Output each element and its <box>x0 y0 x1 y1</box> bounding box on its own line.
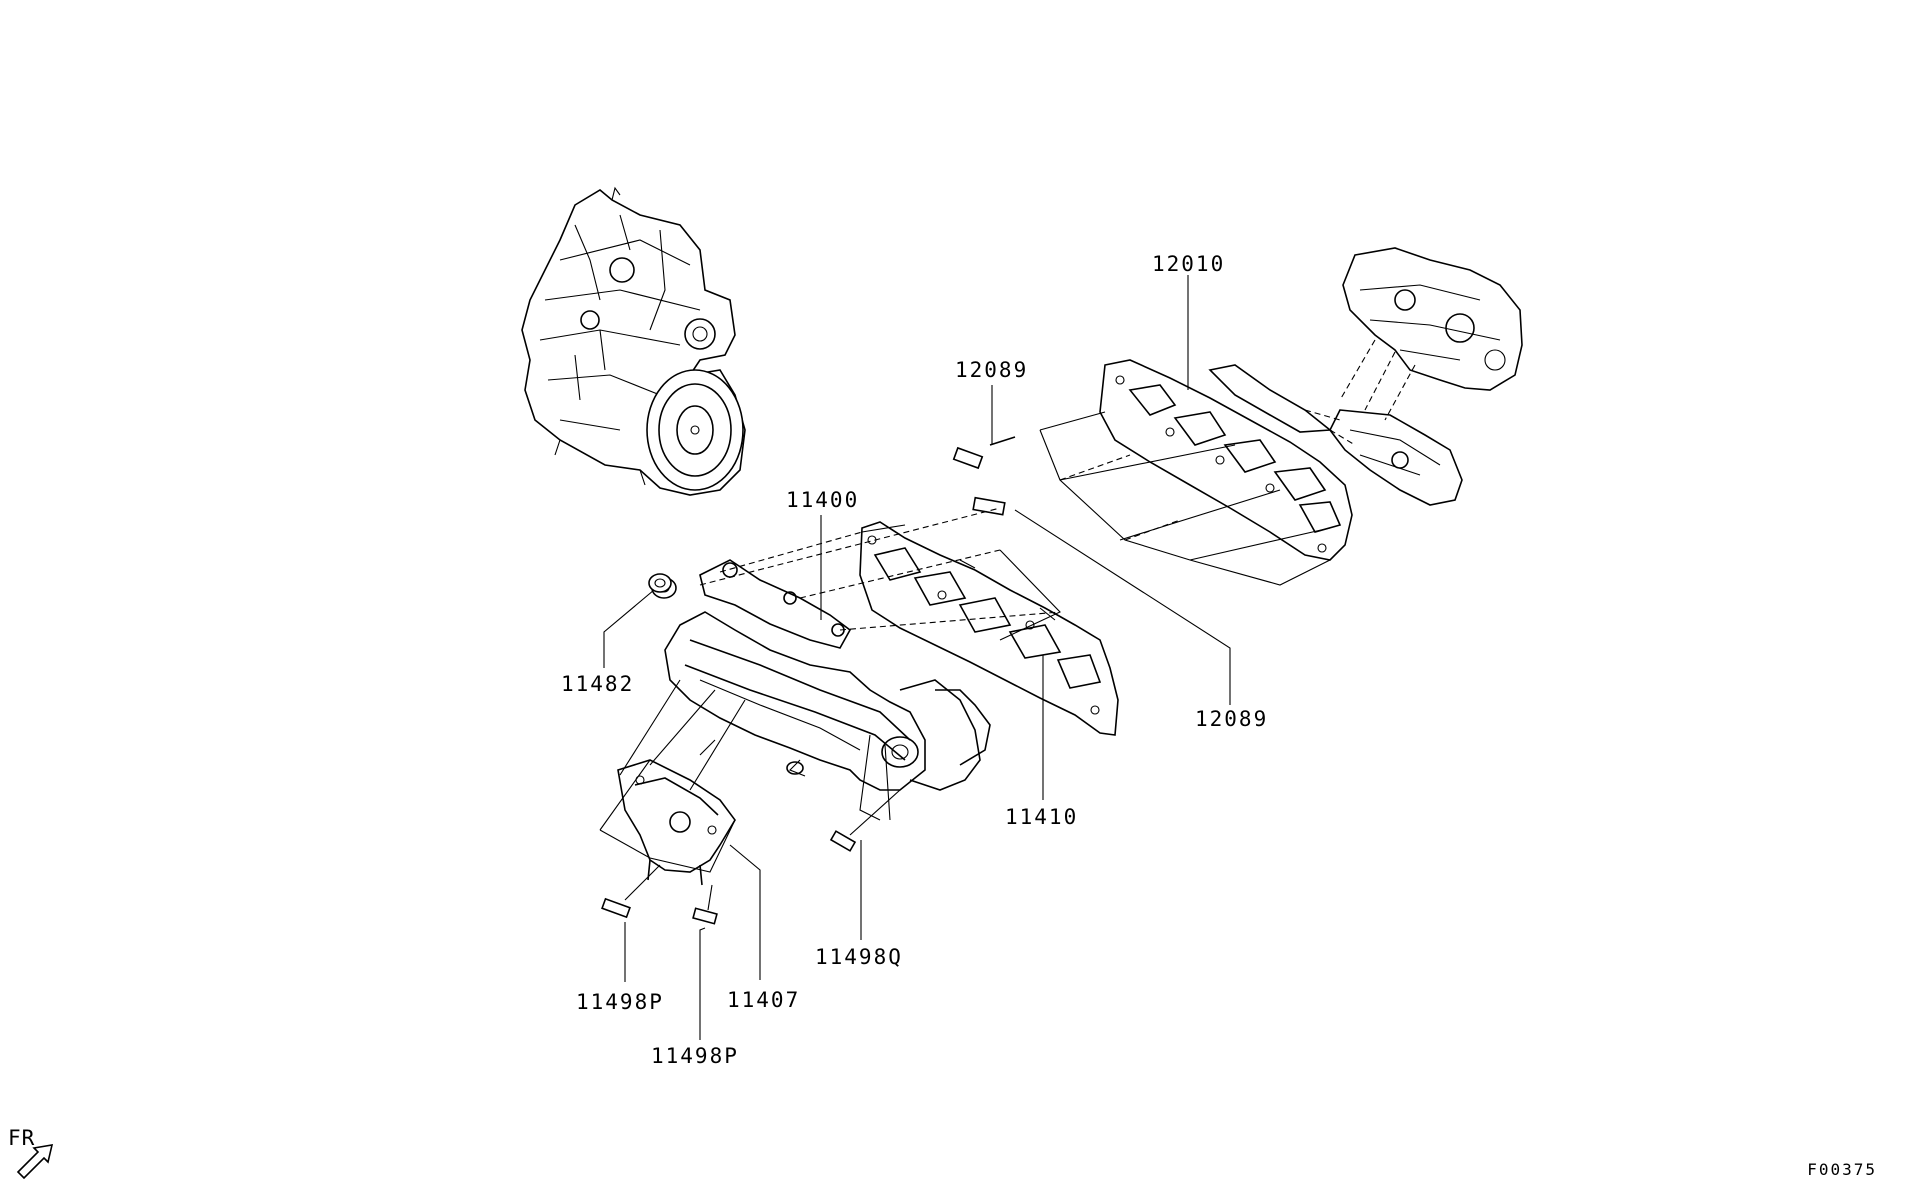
label-11498p-b: 11498P <box>651 1044 739 1068</box>
bolt-11498p-a <box>601 864 661 919</box>
front-arrow-icon <box>16 1144 54 1180</box>
leader-lines <box>603 275 1231 1040</box>
front-indicator-label: FR <box>8 1126 36 1150</box>
stud-12089-lower <box>972 496 1006 516</box>
turbo-head-assembly-drawing <box>1329 247 1523 506</box>
label-11482: 11482 <box>561 672 635 696</box>
label-12089-right: 12089 <box>1195 707 1269 731</box>
manifold-11400 <box>651 559 991 821</box>
label-12089-top: 12089 <box>955 358 1029 382</box>
exhaust-manifold-gasket-12010 <box>1039 359 1356 586</box>
bracket-11407 <box>599 679 746 886</box>
assembly-guide-lines <box>699 507 1061 641</box>
manifold-gasket-11410 <box>859 521 1119 736</box>
label-11410: 11410 <box>1005 805 1079 829</box>
engine-assembly-drawing <box>521 186 746 496</box>
label-11407: 11407 <box>727 988 801 1012</box>
bolt-11498q <box>829 789 901 852</box>
plug-11482 <box>648 573 672 593</box>
label-11400: 11400 <box>786 488 860 512</box>
bolt-11498p-b <box>692 884 718 925</box>
label-11498p-a: 11498P <box>576 990 664 1014</box>
label-12010: 12010 <box>1152 252 1226 276</box>
stud-12089-upper <box>952 436 1016 470</box>
figure-code: F00375 <box>1807 1160 1877 1179</box>
label-11498q: 11498Q <box>815 945 903 969</box>
